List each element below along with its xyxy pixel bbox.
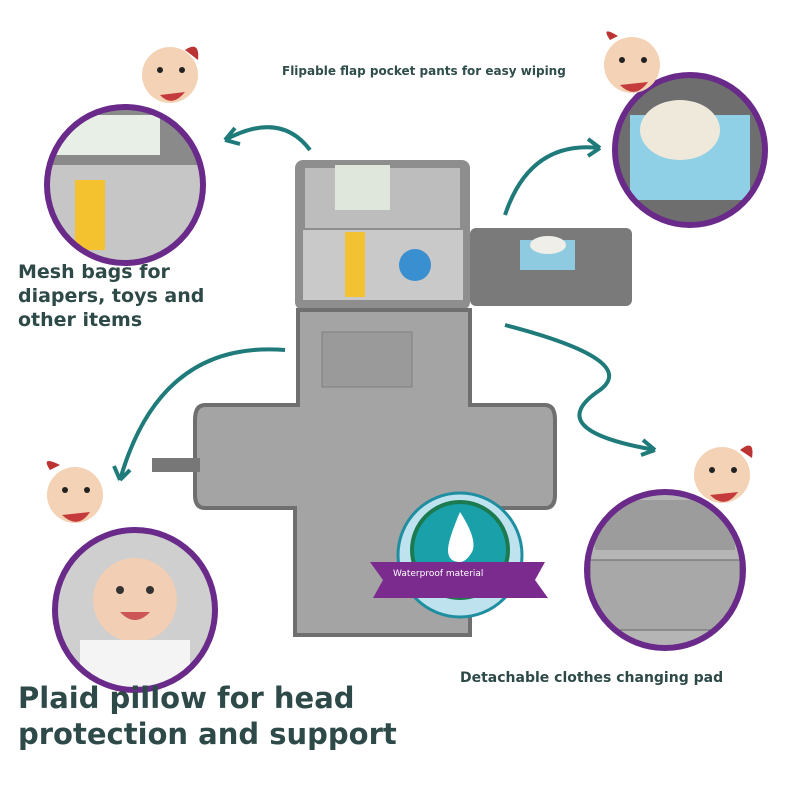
caption-plaid-pillow: Plaid pillow for head protection and sup…: [18, 680, 397, 752]
caption-line: Plaid pillow for head: [18, 681, 355, 715]
water-drop-icon: [448, 512, 474, 562]
caption-line: protection and support: [18, 717, 397, 751]
caption-detachable-pad: Detachable clothes changing pad: [460, 670, 724, 686]
detachable-pad-circle: [584, 489, 746, 651]
caption-mesh-bags: Mesh bags for diapers, toys and other it…: [18, 260, 204, 332]
caption-flap-pocket: Flipable flap pocket pants for easy wipi…: [282, 64, 566, 78]
baby-pillow-circle: [52, 527, 218, 693]
cartoon-baby-icon: [142, 46, 199, 103]
waterproof-badge: [370, 491, 548, 619]
arrows: [112, 125, 657, 482]
cartoon-baby-icon: [604, 31, 660, 93]
caption-line: other items: [18, 309, 143, 331]
cartoon-baby-icon: [694, 445, 753, 503]
cartoon-baby-icon: [46, 461, 103, 523]
caption-line: Mesh bags for: [18, 261, 170, 283]
wipe-pocket-circle: [612, 72, 768, 228]
caption-line: diapers, toys and: [18, 285, 205, 307]
mesh-detail-circle: [44, 104, 206, 266]
badge-label: Waterproof material: [393, 569, 484, 579]
